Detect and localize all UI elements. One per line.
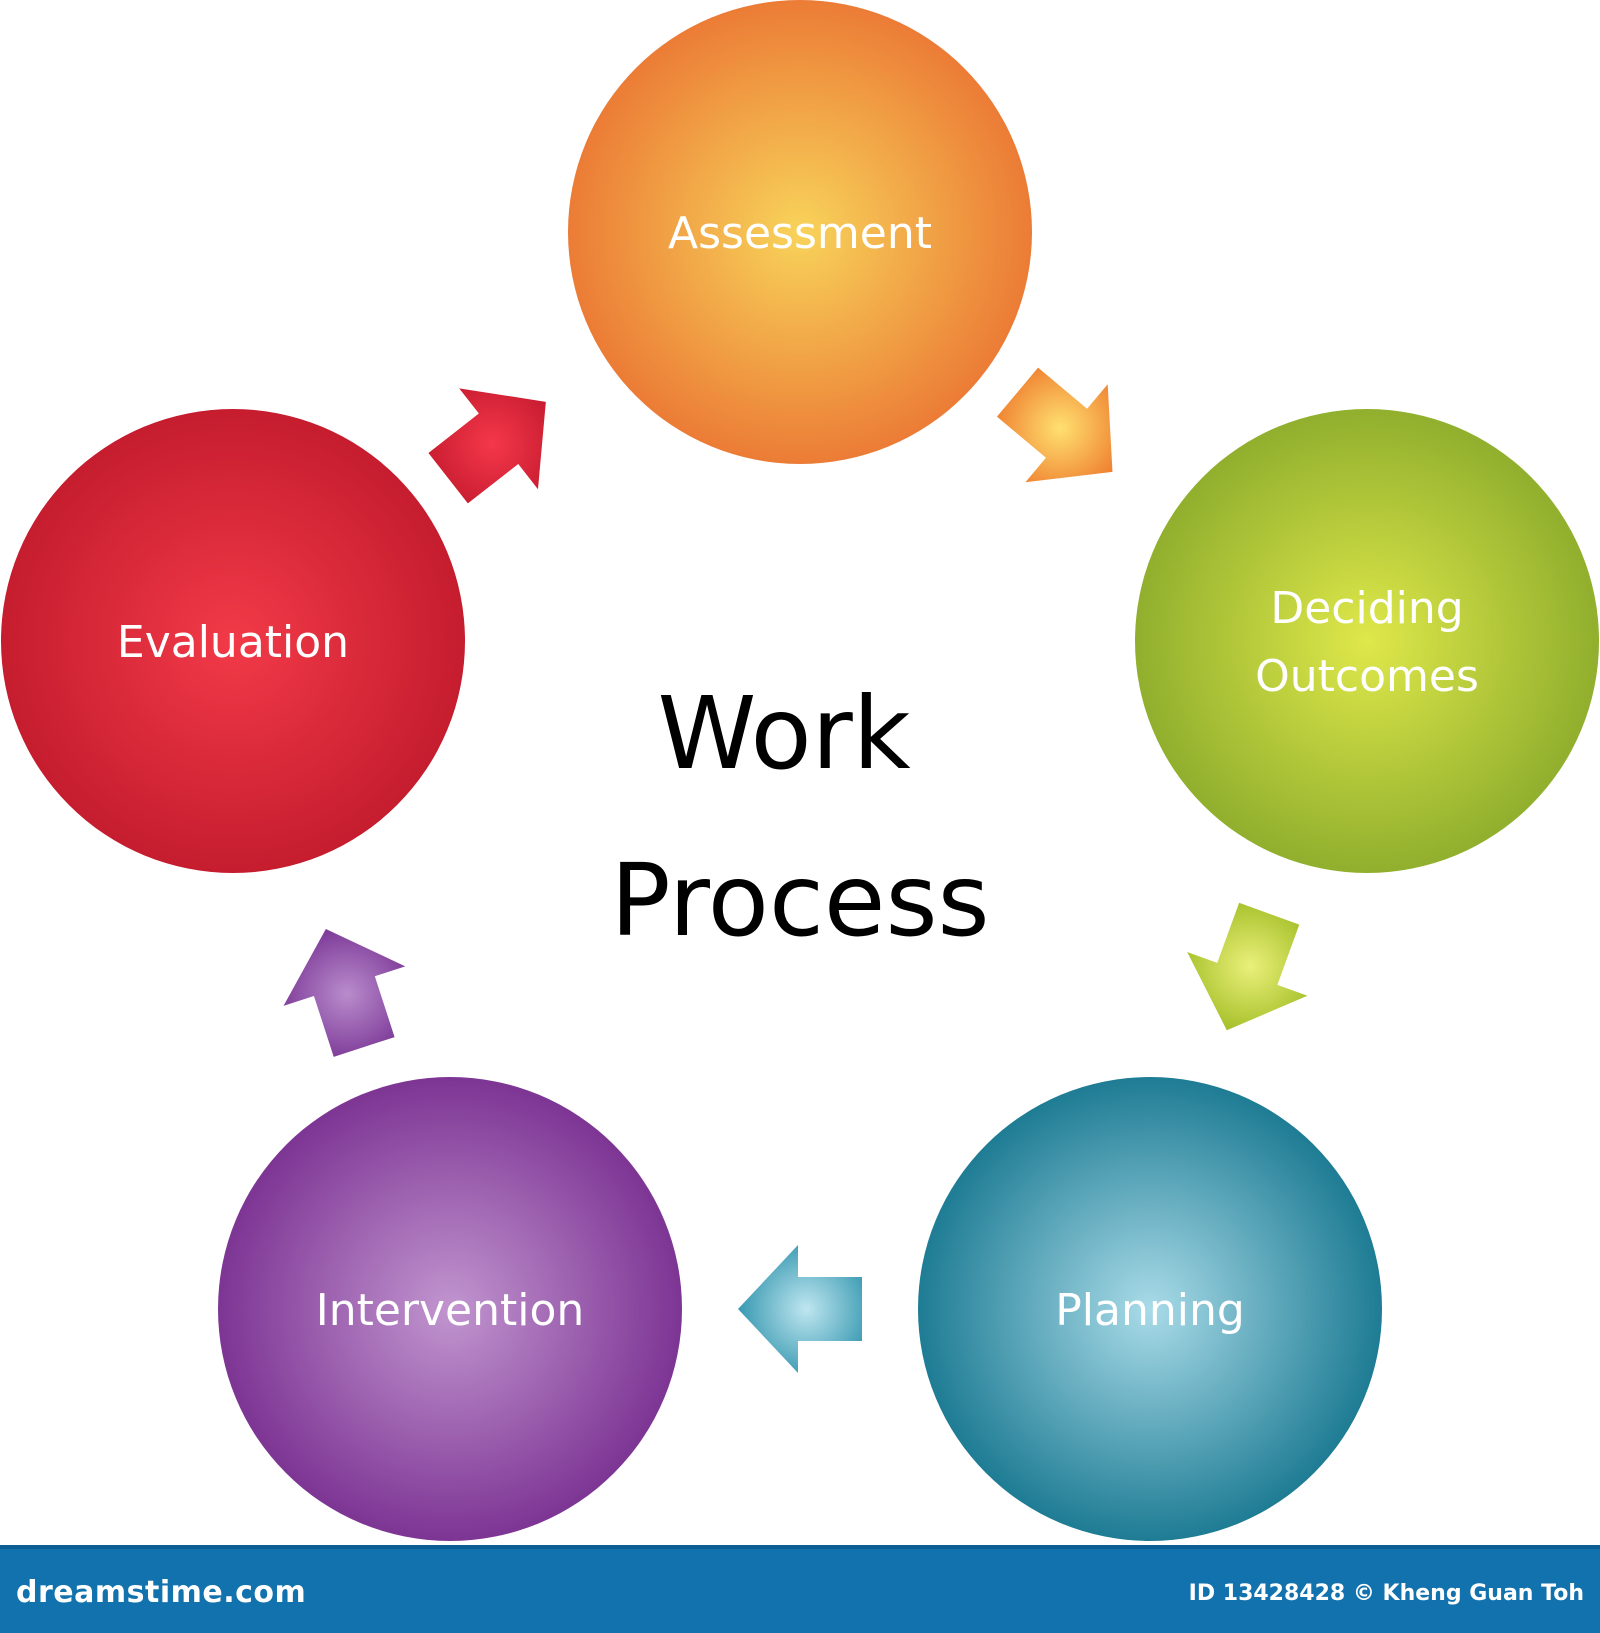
center-title: Work Process xyxy=(610,675,989,959)
node-intervention-circle xyxy=(218,1077,682,1541)
arrow-evaluation-to-assessment xyxy=(428,388,546,504)
arrow-intervention-to-evaluation xyxy=(283,929,406,1057)
node-planning-label-line: Planning xyxy=(1055,1285,1245,1336)
node-assessment-circle xyxy=(568,0,1032,464)
node-assessment-label: Assessment xyxy=(668,208,932,259)
center-title-line-1: Work xyxy=(657,675,910,792)
node-evaluation-circle xyxy=(1,409,465,873)
footer-bar: dreamstime.com ID 13428428 © Kheng Guan … xyxy=(0,1545,1600,1633)
node-planning-label: Planning xyxy=(1055,1285,1245,1336)
arrow-deciding-outcomes-to-planning xyxy=(1187,902,1308,1031)
node-deciding-outcomes-circle xyxy=(1135,409,1599,873)
node-deciding-outcomes-label-line: Deciding xyxy=(1270,583,1463,634)
arrow-assessment-to-deciding-outcomes xyxy=(996,367,1113,483)
node-evaluation-label-line: Evaluation xyxy=(117,617,349,668)
footer-credit: ID 13428428 © Kheng Guan Toh xyxy=(1188,1581,1584,1606)
arrow-planning-to-intervention xyxy=(738,1245,862,1373)
node-intervention-label: Intervention xyxy=(316,1285,585,1336)
node-deciding-outcomes-label-line: Outcomes xyxy=(1255,651,1479,702)
footer-brand: dreamstime.com xyxy=(16,1575,307,1610)
center-title-line-2: Process xyxy=(610,842,989,959)
arrows-layer xyxy=(283,367,1308,1373)
node-intervention-label-line: Intervention xyxy=(316,1285,585,1336)
node-evaluation-label: Evaluation xyxy=(117,617,349,668)
node-assessment-label-line: Assessment xyxy=(668,208,932,259)
node-planning-circle xyxy=(918,1077,1382,1541)
